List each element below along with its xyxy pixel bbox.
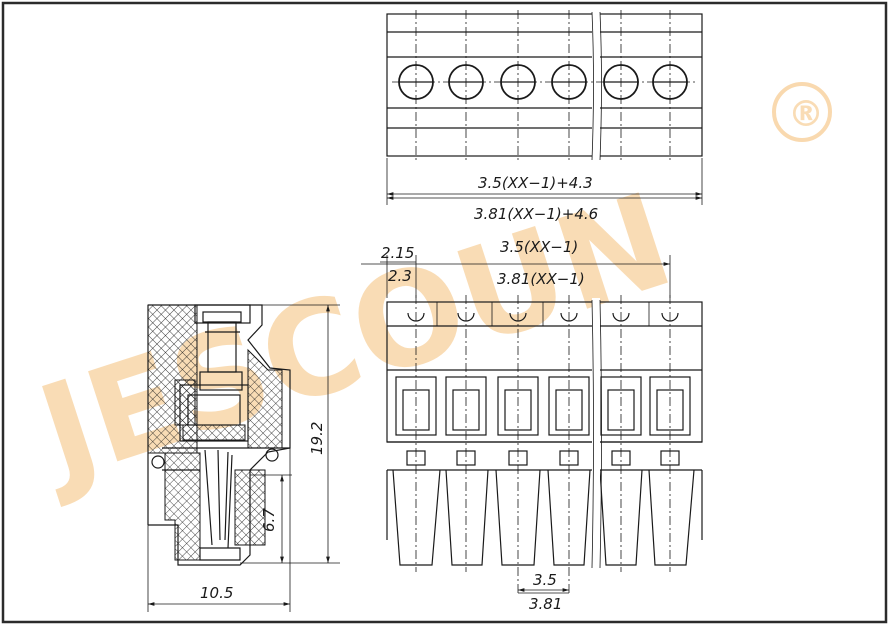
dim-top-width-35: 3.5(XX−1)+4.3 — [478, 174, 593, 192]
dim-height: 19.2 — [308, 422, 326, 455]
side-section-view: 19.2 6.7 10.5 — [147, 304, 340, 612]
front-view-pins — [386, 450, 703, 566]
top-view: 3.5(XX−1)+4.3 3.81(XX−1)+4.6 — [386, 10, 703, 223]
watermark: JESCOUN ® — [15, 82, 832, 512]
registered-circle — [772, 82, 832, 142]
dim-lower-height: 6.7 — [260, 508, 278, 532]
top-view-centerlines — [415, 10, 671, 160]
dim-top-width-381: 3.81(XX−1)+4.6 — [474, 205, 598, 223]
dim-offset-23: 2.3 — [388, 267, 412, 285]
front-view-centerlines — [415, 295, 671, 595]
dim-offset-215: 2.15 — [381, 244, 414, 262]
dim-pitch-35: 3.5 — [533, 571, 557, 589]
front-view: 2.15 2.3 3.5(XX−1) 3.81(XX−1) — [361, 238, 703, 613]
dim-pitch-span-381: 3.81(XX−1) — [497, 270, 585, 288]
dim-pitch-381: 3.81 — [529, 595, 562, 613]
dim-pitch-span-35: 3.5(XX−1) — [500, 238, 578, 256]
dim-side-width: 10.5 — [200, 584, 233, 602]
watermark-registered: ® — [788, 94, 824, 135]
